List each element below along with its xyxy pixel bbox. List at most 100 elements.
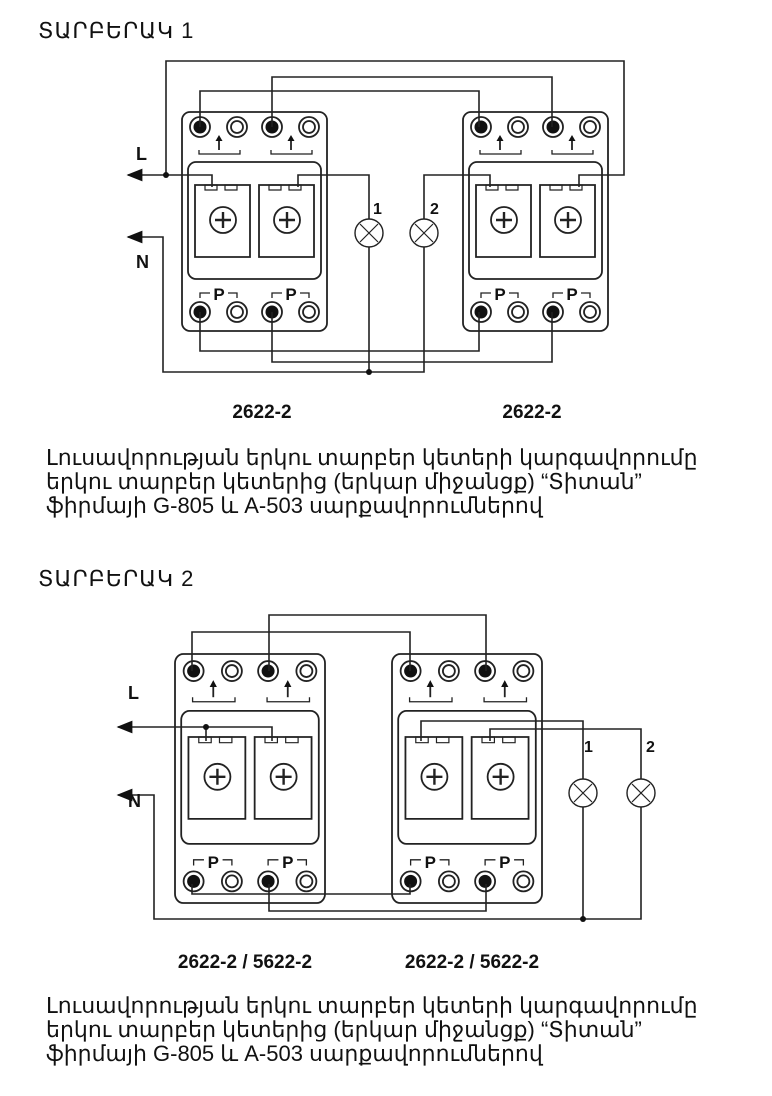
terminal [439,661,459,681]
bracket [272,293,309,298]
screw-icon [271,764,297,790]
arrow-head [496,135,504,141]
arrow-head [501,680,509,687]
terminal [475,871,495,891]
terminal-filled [546,120,560,134]
wire [489,728,642,779]
variant-2-title: ՏԱՐԲԵՐԱԿ 2 [38,566,195,591]
device-left-label: 2622-2 / 5622-2 [177,952,313,973]
terminal [258,871,278,891]
contact-tab [205,185,217,190]
terminal [543,117,563,137]
terminal [475,661,495,681]
junction-dot [580,916,586,922]
junction-dot [203,724,209,730]
caption-line: երկու տարբեր կետերից (երկար միջանցք) “Տի… [46,1017,642,1042]
line-wire [126,168,213,187]
device-panel [469,162,602,279]
terminal [227,117,247,137]
terminal-open [226,665,238,677]
terminal-filled [261,874,275,888]
contact-tab [416,737,428,743]
arrow-head [568,135,576,141]
caption-line: ֆիրմայի G-805 և A-503 սարքավորումներով [46,493,543,518]
terminal-filled [474,120,488,134]
screw-icon [555,207,581,233]
arrow-head [284,680,292,687]
lamp-1 [568,778,598,808]
screw-cross [279,212,295,228]
screw-icon [210,207,236,233]
device-body [463,112,608,331]
wire [271,312,553,363]
terminal-label-p: P [494,285,505,304]
contact-tab [570,185,582,190]
line-label: L [128,683,139,703]
terminal [222,661,242,681]
terminal [508,117,528,137]
variant-2-caption: Լուսավորության երկու տարբեր կետերի կարգա… [46,994,746,1066]
neutral-wire [126,230,425,373]
terminal [513,871,533,891]
wire [297,174,370,219]
screw-icon [274,207,300,233]
contact-tab [550,185,562,190]
rocker-key [405,737,462,819]
terminal [580,117,600,137]
wire [165,60,625,187]
screw-cross [276,769,292,785]
lamp-2 [626,778,656,808]
terminal-filled [478,664,492,678]
screw-cross [560,212,576,228]
terminal-open [584,121,596,133]
wire [199,90,480,127]
terminal-label-p: P [499,853,510,872]
lamp-2 [409,218,439,248]
device-body [392,654,542,903]
neutral-wire [116,788,642,920]
lamp-2-label: 2 [646,739,655,756]
lamp-1-label: 1 [373,201,382,218]
bracket [268,860,306,866]
terminal-open [300,875,312,887]
wire [271,76,553,127]
terminal [508,302,528,322]
device-panel [188,162,321,279]
terminal-filled [187,874,201,888]
wire [268,884,487,912]
contact-tab [199,737,211,743]
rocker-key [540,185,595,257]
bracket [485,860,523,866]
bracket [481,293,518,298]
terminal-filled [404,874,418,888]
rocker-key [259,185,314,257]
terminal-label-p: P [208,853,219,872]
terminal-filled [187,664,201,678]
contact-tab [436,737,448,743]
wire [199,312,480,352]
rocker-key [255,737,312,819]
terminal [471,117,491,137]
lamp-1-label: 1 [584,739,593,756]
terminal-open [517,665,529,677]
bracket [411,860,449,866]
terminal-label-p: P [425,853,436,872]
wire [423,174,491,219]
terminal [222,871,242,891]
terminal [296,871,316,891]
wire [191,884,411,895]
terminal-open [226,875,238,887]
terminal-open [303,306,315,318]
lamp-2-label: 2 [430,201,439,218]
terminal [513,661,533,681]
terminal [580,302,600,322]
screw-cross [426,769,442,785]
bracket [200,293,237,298]
arrow-head [426,680,434,687]
wire [191,631,411,671]
